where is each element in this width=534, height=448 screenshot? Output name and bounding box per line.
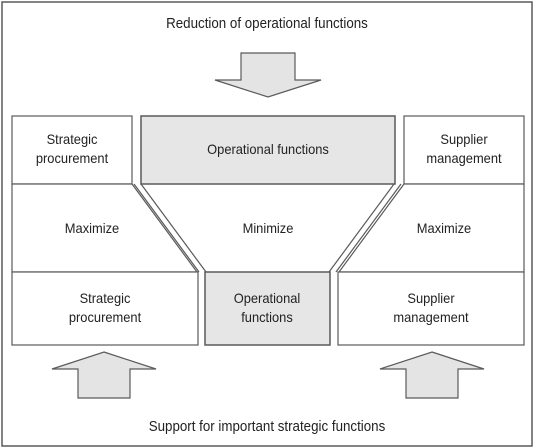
top-left-label: Strategic procurement: [35, 131, 109, 166]
bottom-caption: Support for important strategic function…: [148, 419, 386, 435]
center-funnel: [141, 184, 394, 272]
funnel-right-outer-edge: [335, 183, 402, 273]
funnel-right-inner-edge: [328, 183, 395, 273]
bottom-right-label: Supplier management: [393, 290, 469, 325]
top-right-label: Supplier management: [426, 131, 502, 166]
down-arrow-icon: [214, 52, 322, 98]
bottom-center-label: Operational functions: [233, 290, 301, 325]
bottom-left-box: [11, 271, 199, 346]
top-right-box: [403, 115, 525, 185]
funnel-left-inner-edge: [140, 183, 207, 273]
bottom-center-box: [204, 271, 331, 346]
up-arrow-left-icon: [51, 351, 157, 399]
funnel-left-outer-edge: [133, 183, 200, 273]
middle-center-label: Minimize: [242, 220, 294, 236]
top-center-box: [140, 115, 396, 185]
top-center-label: Operational functions: [207, 141, 329, 157]
bottom-right-box: [337, 271, 525, 346]
top-caption: Reduction of operational functions: [166, 16, 368, 32]
bottom-left-label: Strategic procurement: [68, 290, 142, 325]
up-arrow-right-icon: [379, 351, 485, 399]
middle-left-label: Maximize: [64, 220, 120, 236]
middle-right-label: Maximize: [416, 220, 472, 236]
